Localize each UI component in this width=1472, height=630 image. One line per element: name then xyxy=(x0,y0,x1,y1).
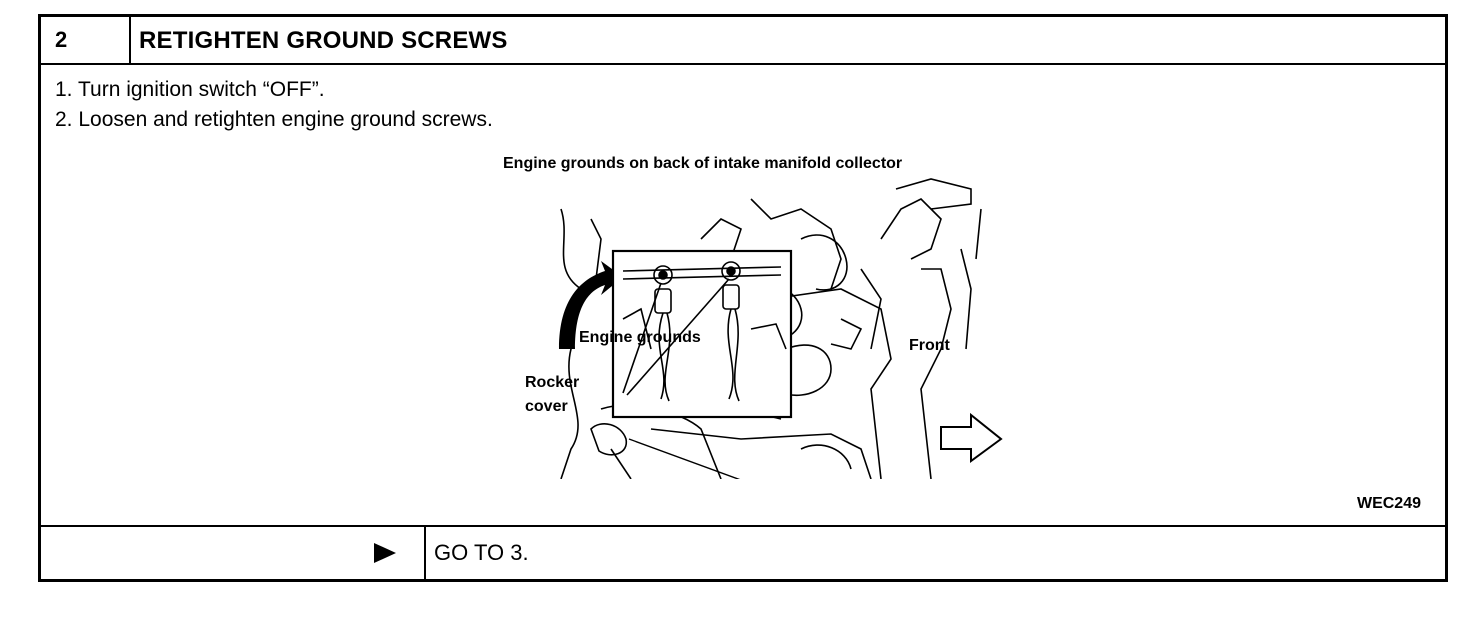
instruction-list: 1. Turn ignition switch “OFF”. 2. Loosen… xyxy=(55,75,493,135)
play-arrow-icon xyxy=(374,543,396,563)
engine-grounds-label: Engine grounds xyxy=(579,329,701,346)
figure-reference-code: WEC249 xyxy=(1356,495,1421,512)
step-title: RETIGHTEN GROUND SCREWS xyxy=(139,27,508,54)
rocker-cover-label-line1: Rocker xyxy=(525,374,580,391)
step-action-row: GO TO 3. xyxy=(41,527,1445,579)
step-number: 2 xyxy=(41,17,131,63)
rocker-cover-label-line2: cover xyxy=(525,398,568,415)
figure-caption: Engine grounds on back of intake manifol… xyxy=(503,155,903,172)
step-header: 2 RETIGHTEN GROUND SCREWS xyxy=(41,17,1445,65)
procedure-table: 2 RETIGHTEN GROUND SCREWS 1. Turn igniti… xyxy=(38,14,1448,582)
front-label: Front xyxy=(909,337,950,354)
instruction-item: 1. Turn ignition switch “OFF”. xyxy=(55,78,325,101)
instruction-item: 2. Loosen and retighten engine ground sc… xyxy=(55,108,493,131)
step-body: 1. Turn ignition switch “OFF”. 2. Loosen… xyxy=(41,65,1445,527)
engine-ground-illustration: Engine grounds on back of intake manifol… xyxy=(501,149,1021,479)
engine-drawing xyxy=(559,178,1003,479)
rocker-cover-label: Rocker cover xyxy=(525,371,579,419)
action-indicator-cell xyxy=(41,527,426,579)
goto-next-step-link[interactable]: GO TO 3. xyxy=(434,540,529,565)
